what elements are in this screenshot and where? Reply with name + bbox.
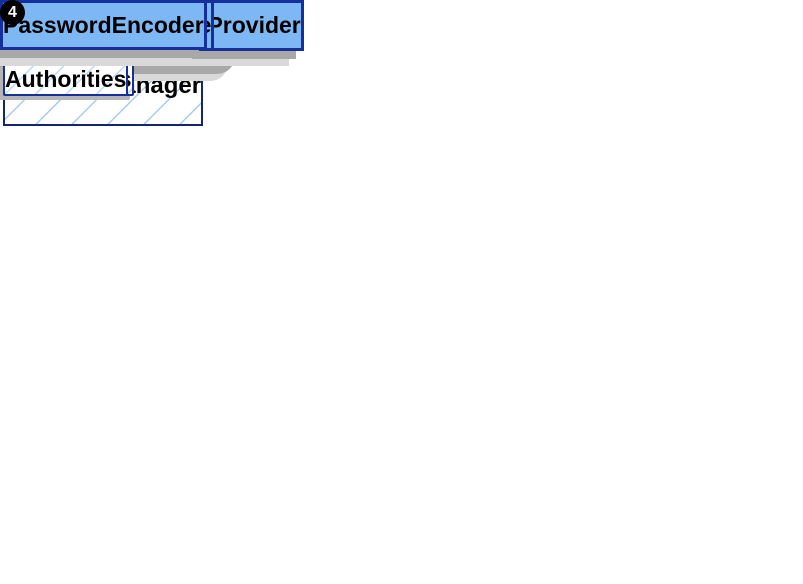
password-encoder-box: PasswordEncoder: [0, 0, 207, 50]
authorities-field-box: Authorities: [3, 63, 129, 96]
step-4-badge: 4: [0, 0, 25, 25]
